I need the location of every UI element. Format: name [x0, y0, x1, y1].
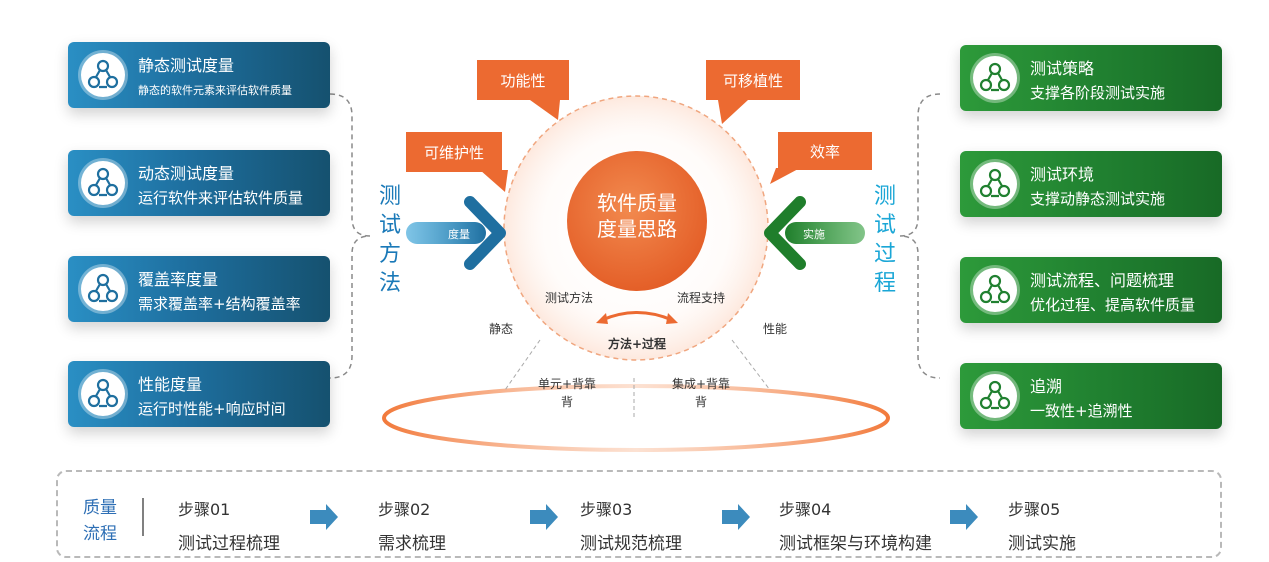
flow-arrow-4: [950, 504, 978, 530]
tag-efficiency: 效率: [778, 132, 872, 170]
card-desc: 优化过程、提高软件质量: [1030, 296, 1196, 314]
flow-step-5: 步骤05 测试实施: [1008, 500, 1076, 554]
green-arrow: [764, 196, 865, 270]
label-method-process: 方法+过程: [608, 337, 667, 351]
card-title: 测试策略: [1030, 59, 1095, 78]
label-unit: 单元+背靠 背: [537, 377, 597, 409]
label-process-support: 流程支持: [677, 291, 726, 305]
left-vertical-label: 测 试 方 法: [378, 184, 401, 296]
share-icon: [973, 162, 1017, 206]
card-desc: 静态的软件元素来评估软件质量: [138, 84, 292, 97]
card-title: 追溯: [1030, 377, 1063, 396]
tag-functionality: 功能性: [477, 60, 569, 100]
tag-maintainability: 可维护性: [406, 132, 502, 172]
right-brace: [899, 93, 941, 379]
share-icon: [81, 161, 125, 205]
card-title: 静态测试度量: [138, 56, 235, 75]
card-desc: 需求覆盖率+结构覆盖率: [138, 295, 301, 313]
share-icon: [973, 56, 1017, 100]
flow-arrow-1: [310, 504, 338, 530]
card-title: 性能度量: [138, 375, 203, 394]
right-vertical-label: 测 试 过 程: [873, 184, 896, 296]
card-performance-metric: 性能度量 运行时性能+响应时间: [68, 361, 330, 427]
tag-portability: 可移植性: [706, 60, 800, 100]
card-title: 测试环境: [1030, 165, 1095, 184]
share-icon: [81, 267, 125, 311]
flow-step-1: 步骤01 测试过程梳理: [178, 500, 280, 554]
bottom-ring: [382, 384, 890, 452]
card-test-process: 测试流程、问题梳理 优化过程、提高软件质量: [960, 257, 1222, 323]
flow-step-4: 步骤04 测试框架与环境构建: [779, 500, 932, 554]
blue-arrow: [406, 196, 506, 270]
label-static: 静态: [489, 322, 514, 336]
card-title: 动态测试度量: [138, 164, 235, 183]
flow-arrow-2: [530, 504, 558, 530]
flow-step-2: 步骤02 需求梳理: [378, 500, 446, 554]
arrow-label-implement: 实施: [803, 228, 825, 241]
card-desc: 一致性+追溯性: [1030, 402, 1133, 420]
flow-step-3: 步骤03 测试规范梳理: [580, 500, 682, 554]
card-test-strategy: 测试策略 支撑各阶段测试实施: [960, 45, 1222, 111]
share-icon: [81, 372, 125, 416]
left-brace: [329, 93, 371, 379]
label-test-method: 测试方法: [545, 291, 594, 305]
core-title: 软件质量 度量思路: [597, 191, 677, 241]
card-desc: 支撑各阶段测试实施: [1030, 84, 1166, 102]
label-integration: 集成+背靠 背: [671, 377, 731, 409]
card-desc: 运行时性能+响应时间: [138, 400, 286, 418]
card-coverage-metric: 覆盖率度量 需求覆盖率+结构覆盖率: [68, 256, 330, 322]
card-traceability: 追溯 一致性+追溯性: [960, 363, 1222, 429]
card-static-metric: 静态测试度量 静态的软件元素来评估软件质量: [68, 42, 330, 108]
share-icon: [81, 53, 125, 97]
share-icon: [973, 268, 1017, 312]
flow-title: 质量 流程: [83, 498, 117, 544]
card-desc: 运行软件来评估软件质量: [138, 189, 304, 207]
double-arrow: [601, 311, 673, 322]
quality-flow-box: [56, 470, 1222, 558]
flow-arrow-3: [722, 504, 750, 530]
label-performance: 性能: [763, 322, 788, 336]
card-test-environment: 测试环境 支撑动静态测试实施: [960, 151, 1222, 217]
share-icon: [973, 374, 1017, 418]
arrow-label-measure: 度量: [448, 228, 470, 241]
core-circle: [567, 151, 707, 291]
card-title: 测试流程、问题梳理: [1030, 271, 1175, 290]
card-title: 覆盖率度量: [138, 270, 219, 289]
card-dynamic-metric: 动态测试度量 运行软件来评估软件质量: [68, 150, 330, 216]
card-desc: 支撑动静态测试实施: [1030, 190, 1166, 208]
